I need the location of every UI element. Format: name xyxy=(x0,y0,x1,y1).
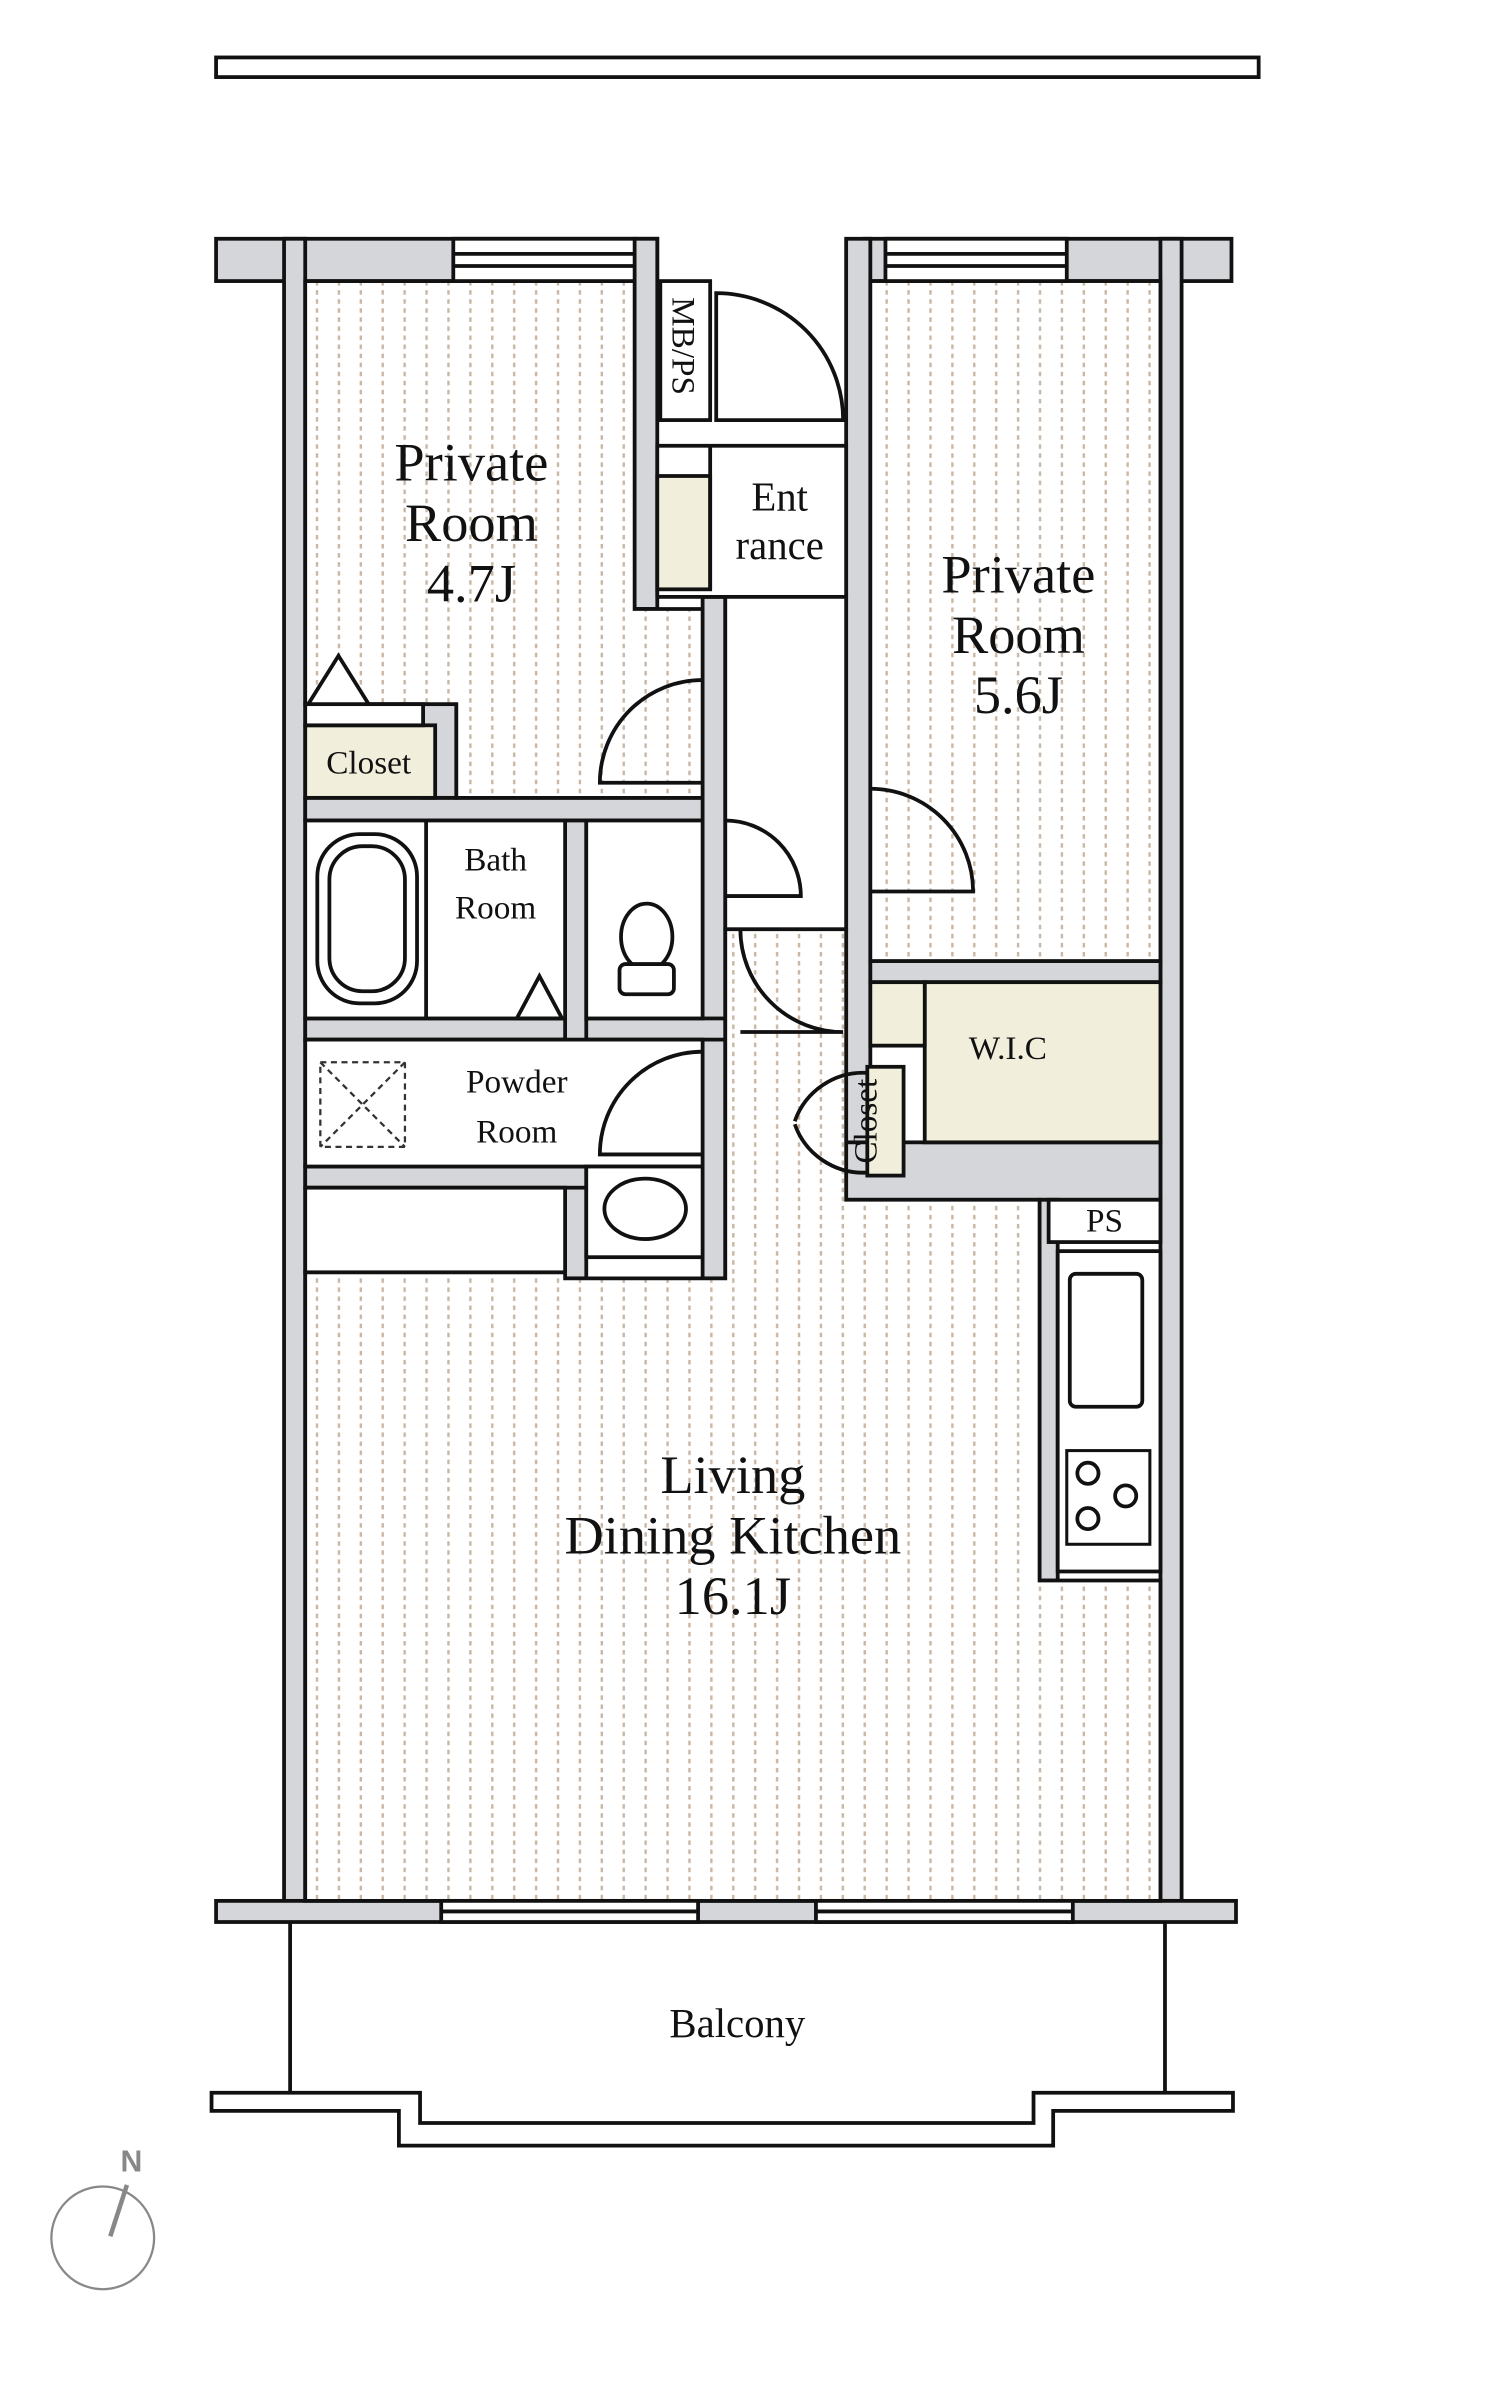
closet-1-label: Closet xyxy=(326,745,412,782)
private-room-1-size: 4.7J xyxy=(427,553,516,613)
closet-2 xyxy=(865,1064,906,1178)
ldk xyxy=(303,927,1163,1903)
entrance-label: Ent xyxy=(751,475,808,520)
private-room-2-label-2: Room xyxy=(952,605,1085,665)
private-room-2 xyxy=(868,279,1163,963)
private-room-1-label: Private xyxy=(394,433,548,493)
entrance-label-2: rance xyxy=(736,523,824,568)
shoe-storage xyxy=(655,474,713,592)
powder-label-2: Room xyxy=(476,1113,557,1150)
corridor xyxy=(723,594,849,932)
top-bar xyxy=(214,55,1261,79)
windows xyxy=(439,236,1075,1924)
ps-label: PS xyxy=(1086,1202,1123,1239)
toilet-icon xyxy=(619,901,675,972)
bath-label: Bath xyxy=(464,841,527,878)
powder-label: Powder xyxy=(466,1063,568,1100)
balcony xyxy=(209,1922,1235,2148)
sink-icon xyxy=(1067,1271,1145,1409)
mbps-label: MB/PS xyxy=(664,297,701,395)
private-room-2-size: 5.6J xyxy=(974,665,1063,725)
counter xyxy=(303,1185,568,1275)
washbasin-icon xyxy=(602,1176,688,1241)
private-room-1-label-2: Room xyxy=(405,493,538,553)
doors xyxy=(304,291,975,1175)
powder-room xyxy=(303,1037,705,1169)
wic-label: W.I.C xyxy=(969,1030,1047,1067)
compass-north-label: N xyxy=(121,2145,143,2178)
private-room-2-label: Private xyxy=(941,544,1095,604)
ldk-size: 16.1J xyxy=(675,1566,791,1626)
mbps xyxy=(658,279,713,422)
compass-icon: N xyxy=(50,2145,156,2291)
bath-label-2: Room xyxy=(455,890,536,927)
wic xyxy=(922,980,1163,1145)
ldk-label-2: Dining Kitchen xyxy=(564,1505,901,1565)
balcony-label: Balcony xyxy=(669,2001,806,2046)
ps-box xyxy=(1046,1197,1163,1244)
ldk-label: Living xyxy=(660,1445,805,1505)
closet-2-label: Closet xyxy=(847,1078,884,1164)
